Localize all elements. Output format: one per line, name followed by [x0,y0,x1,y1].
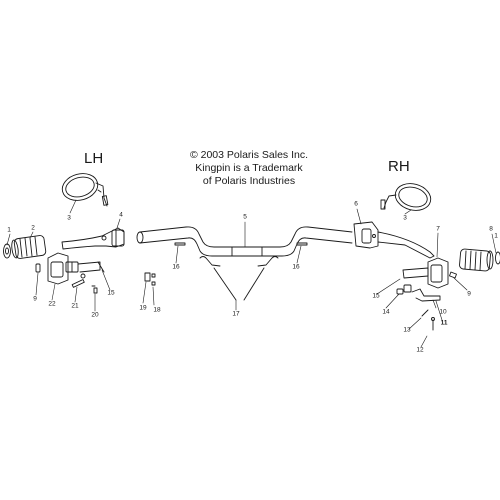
callout-15-left: 15 [107,289,115,297]
callout-15-right: 15 [372,292,380,300]
callout-7: 7 [436,225,440,233]
callout-16-right: 16 [292,263,300,271]
callout-9-left: 9 [33,295,37,303]
rh-small-parts [396,271,457,331]
copyright-line-2: Kingpin is a Trademark [195,162,303,174]
callout-12: 12 [416,346,424,354]
callout-20: 20 [91,311,99,319]
copyright-line-3: of Polaris Industries [202,175,296,187]
callout-8: 8 [489,225,493,233]
rh-master-cylinder [353,221,435,259]
center-small-parts [144,242,308,301]
callout-17: 17 [232,310,240,318]
callout-5: 5 [243,213,247,221]
copyright-notice: © 2003 Polaris Sales Inc. Kingpin is a T… [186,149,312,188]
leader-lines [6,199,497,348]
callout-3-right: 3 [403,214,407,222]
callout-3-left: 3 [67,214,71,222]
callout-9-right: 9 [467,290,471,298]
lh-switch-housing [47,252,105,285]
callout-14: 14 [382,308,390,316]
copyright-line-1: © 2003 Polaris Sales Inc. [189,149,309,161]
callout-6: 6 [354,200,358,208]
callout-19: 19 [139,304,147,312]
callout-4: 4 [119,211,123,219]
callout-16-left: 16 [172,263,180,271]
handlebar [136,226,353,257]
callout-10: 10 [439,308,447,316]
lh-mirror [61,173,109,207]
rh-switch-housing [402,257,449,289]
callout-22: 22 [48,300,56,308]
callout-18: 18 [153,306,161,314]
rh-mirror [380,183,432,211]
callout-11: 11 [440,319,448,327]
callout-13: 13 [403,326,411,334]
callout-1-left: 1 [7,226,11,234]
callout-2: 2 [31,224,35,232]
rh-grip [459,248,500,272]
lh-grip [3,235,47,259]
rh-label: RH [388,158,410,175]
lh-small-parts [35,263,98,294]
lh-label: LH [84,150,104,167]
lh-clutch-lever [61,227,125,250]
callout-21: 21 [71,302,79,310]
callout-1-right: 1 [494,232,498,240]
